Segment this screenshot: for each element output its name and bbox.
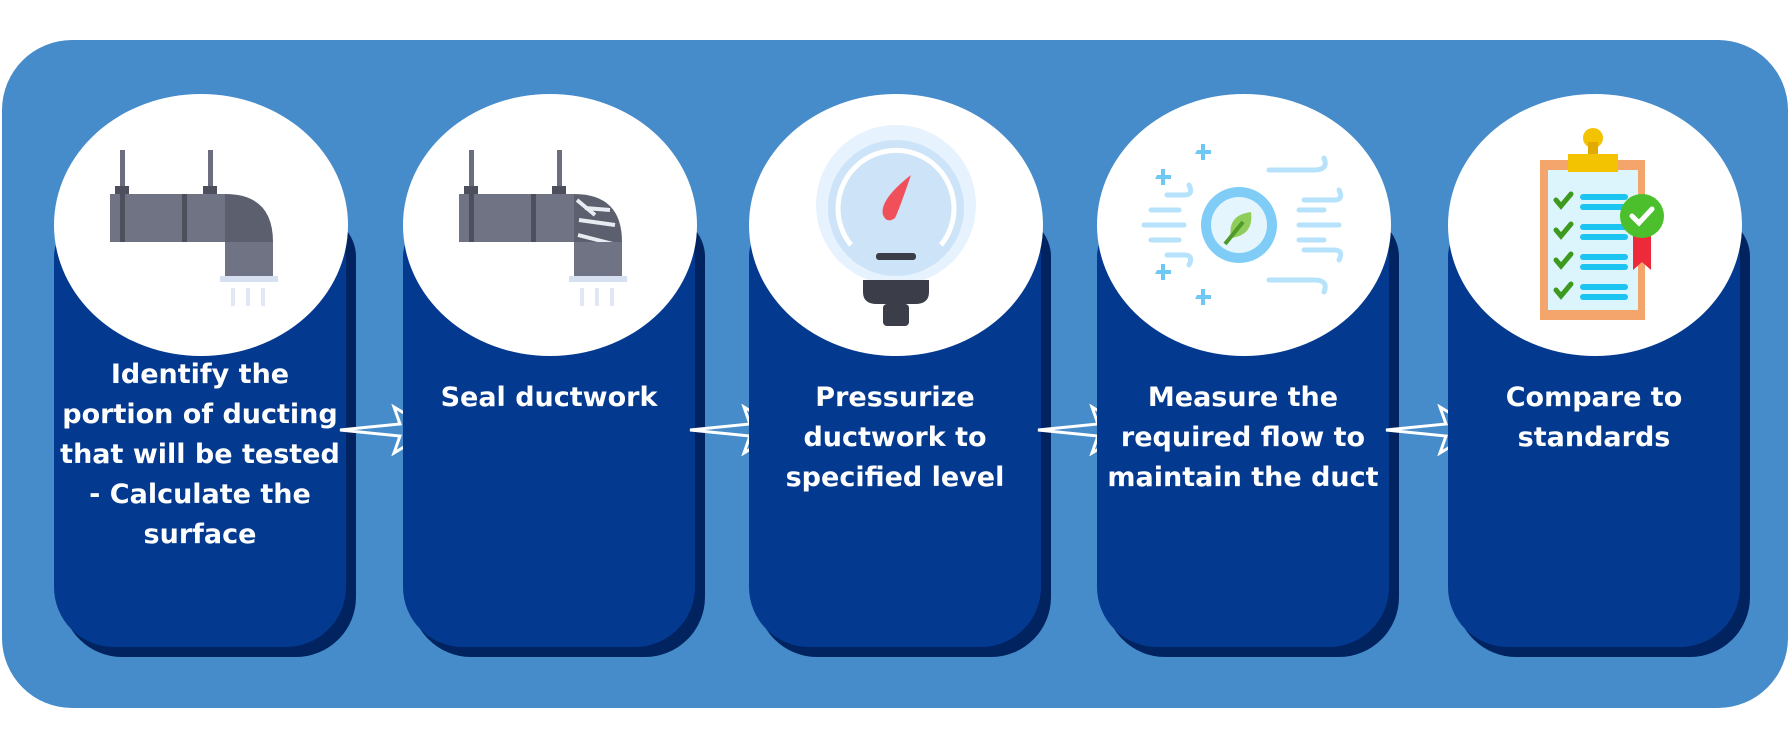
airflow-leaf-icon <box>1141 144 1344 305</box>
icon-circle <box>1448 94 1742 356</box>
step-label: Identify the portion of ducting that wil… <box>60 359 340 550</box>
pressure-gauge-icon <box>816 125 976 326</box>
step-5: Compare to standards <box>1448 0 1750 657</box>
icon-circle <box>749 94 1043 356</box>
step-4: Measure the required flow to maintain th… <box>1097 0 1399 657</box>
step-label: Compare to standards <box>1505 382 1683 453</box>
sealed-duct-icon <box>459 150 627 306</box>
step-label: Measure the required flow to maintain th… <box>1107 382 1379 493</box>
step-label: Pressurize ductwork to specified level <box>785 382 1005 493</box>
icon-circle <box>403 94 697 356</box>
icon-circle <box>1097 94 1391 356</box>
duct-icon <box>110 150 278 306</box>
step-1: Identify the portion of ducting that wil… <box>54 0 356 657</box>
step-label: Seal ductwork <box>440 382 658 413</box>
clipboard-checklist-icon <box>1540 128 1664 320</box>
step-2: Seal ductwork <box>403 0 705 657</box>
step-3: Pressurize ductwork to specified level <box>749 0 1051 657</box>
icon-circle <box>54 94 348 356</box>
